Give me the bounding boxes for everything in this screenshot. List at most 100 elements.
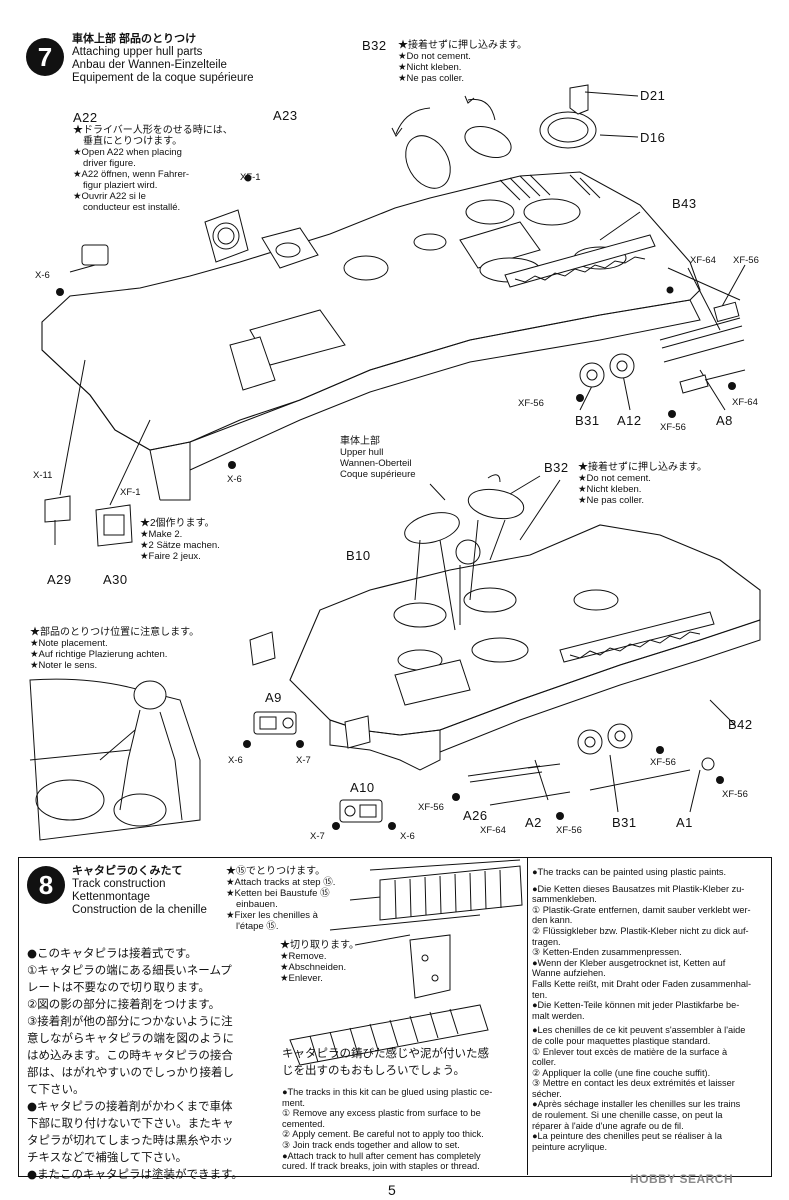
- jp-line: ●このキャタピラは接着式です。: [27, 946, 197, 960]
- step-7-title-jp: 車体上部 部品のとりつけ: [72, 33, 197, 45]
- paint-code-xf56-c: XF-56: [660, 422, 686, 433]
- b32-low-note: ★接着せずに押し込みます。 ★Do not cement. ★Nicht kle…: [578, 462, 707, 506]
- en-line: ① Remove any excess plastic from surface…: [282, 1108, 481, 1119]
- upper-hull-label: 車体上部 Upper hull Wannen-Oberteil Coque su…: [340, 436, 416, 480]
- jp-line: 意しながらキャタピラの端を図のように: [27, 1031, 234, 1045]
- paint-code-x7-a10: X-7: [310, 831, 325, 842]
- attach-tracks-note: ★⑮でとりつけます。 ★Attach tracks at step ⑮. ★Ke…: [226, 866, 335, 932]
- b32-low-note-de: ★Nicht kleben.: [578, 484, 642, 495]
- step-7-title-en: Attaching upper hull parts: [72, 46, 203, 58]
- jp-line: 部は、はがれやすいのでしっかり接着し: [27, 1065, 234, 1079]
- paint-code-xf56-d: XF-56: [418, 802, 444, 813]
- right-line: ●Les chenilles de ce kit peuvent s'assem…: [532, 1025, 746, 1036]
- a22-note-jp2: 垂直にとりつけます。: [83, 136, 183, 147]
- upper-hull-de: Wannen-Oberteil: [340, 458, 412, 469]
- a22-note-de2: figur plaziert wird.: [83, 180, 158, 191]
- placement-en: ★Note placement.: [30, 638, 108, 649]
- make-2-fr: ★Faire 2 jeux.: [140, 551, 201, 562]
- make-2-jp: ★2個作ります。: [140, 518, 215, 529]
- part-label-a8: A8: [716, 413, 733, 428]
- b32-top-note-jp: ★接着せずに押し込みます。: [398, 40, 527, 51]
- step-8-title-fr: Construction de la chenille: [72, 904, 207, 916]
- make-2-en: ★Make 2.: [140, 529, 183, 540]
- paint-code-x11: X-11: [33, 470, 53, 481]
- placement-note: ★部品のとりつけ位置に注意します。 ★Note placement. ★Auf …: [30, 627, 199, 671]
- right-line: réparer à l'aide d'une agrafe ou de fil.: [532, 1120, 684, 1131]
- b32-low-note-jp: ★接着せずに押し込みます。: [578, 462, 707, 473]
- step-8-number: 8: [27, 866, 65, 904]
- b32-top-note-fr: ★Ne pas coller.: [398, 73, 465, 84]
- jp-line: ●キャタピラの接着剤がかわくまで車体: [27, 1099, 233, 1113]
- page-number: 5: [388, 1182, 396, 1198]
- part-label-a29: A29: [47, 572, 72, 587]
- part-label-d21: D21: [640, 88, 666, 103]
- a22-note-en2: driver figure.: [83, 158, 136, 169]
- paint-code-xf64-c: XF-64: [480, 825, 506, 836]
- right-line: coller.: [532, 1057, 556, 1068]
- jp-line: ①キャタピラの端にある細長いネームプ: [27, 963, 232, 977]
- right-line: ② Appliquer la colle (une fine couche su…: [532, 1067, 711, 1078]
- paint-code-xf64-b: XF-64: [732, 397, 758, 408]
- step-7-title: 車体上部 部品のとりつけ Attaching upper hull parts …: [72, 33, 254, 85]
- jp-line: ②図の影の部分に接着剤をつけます。: [27, 997, 221, 1011]
- jp-line: はめ込みます。この時キャタピラの接合: [27, 1048, 233, 1062]
- paint-code-xf64-a: XF-64: [690, 255, 716, 266]
- en-line: ●The tracks in this kit can be glued usi…: [282, 1087, 493, 1097]
- right-line: ●Wenn der Kleber ausgetrocknet ist, Kett…: [532, 957, 726, 968]
- part-label-b42: B42: [728, 717, 753, 732]
- right-line: ② Flüssigkleber bzw. Plastik-Kleber nich…: [532, 925, 749, 936]
- step-7-number: 7: [26, 38, 64, 76]
- part-label-b31-low: B31: [612, 815, 637, 830]
- rust-note-line1: キャタピラの錆びた感じや泥が付いた感: [282, 1046, 489, 1060]
- en-line: cemented.: [282, 1118, 325, 1129]
- attach-de2: einbauen.: [236, 899, 278, 910]
- right-line: ●Die Ketten dieses Bausatzes mit Plastik…: [532, 883, 745, 894]
- paint-code-x6-mid: X-6: [227, 474, 242, 485]
- part-label-a23: A23: [273, 108, 298, 123]
- track-rust-note: キャタピラの錆びた感じや泥が付いた感 じを出すのもおもしろいでしょう。: [282, 1045, 489, 1079]
- placement-jp: ★部品のとりつけ位置に注意します。: [30, 627, 200, 638]
- right-line: sammenkleben.: [532, 894, 597, 905]
- right-line: peinture acrylique.: [532, 1141, 608, 1152]
- en-line: cured. If track breaks, join with staple…: [282, 1161, 480, 1172]
- a22-note-jp1: ★ドライバー人形をのせる時には、: [73, 125, 233, 136]
- step-8-panel: [18, 857, 772, 1177]
- paint-code-xf56-f: XF-56: [650, 757, 676, 768]
- make-2-note: ★2個作ります。 ★Make 2. ★2 Sätze machen. ★Fair…: [140, 518, 220, 562]
- attach-de1: ★Ketten bei Baustufe ⑮: [226, 888, 330, 899]
- part-label-b10: B10: [346, 548, 371, 563]
- paint-code-x6-a9: X-6: [228, 755, 243, 766]
- attach-en: ★Attach tracks at step ⑮.: [226, 877, 336, 888]
- placement-de: ★Auf richtige Plazierung achten.: [30, 649, 168, 660]
- right-line: de roulement. Si une chenille casse, on …: [532, 1110, 723, 1121]
- track-links-lower: [289, 1004, 489, 1066]
- part-label-d16: D16: [640, 130, 666, 145]
- jp-line: ●またこのキャタピラは塗装ができます。: [27, 1167, 243, 1181]
- part-label-a2: A2: [525, 815, 542, 830]
- step-8-title-de: Kettenmontage: [72, 891, 151, 903]
- part-label-a1: A1: [676, 815, 693, 830]
- attach-fr2: l'étape ⑮.: [236, 921, 279, 932]
- paint-code-xf56-g: XF-56: [722, 789, 748, 800]
- upper-hull-en: Upper hull: [340, 447, 384, 458]
- step-8-title: キャタピラのくみたて Track construction Kettenmont…: [72, 865, 207, 917]
- part-label-a26: A26: [463, 808, 488, 823]
- upper-hull-drawing-top: [41, 84, 746, 547]
- right-line: sécher.: [532, 1088, 562, 1099]
- watermark: HOBBY SEARCH: [630, 1172, 734, 1186]
- right-line: malt werden.: [532, 1010, 585, 1021]
- part-label-a30: A30: [103, 572, 128, 587]
- rust-note-line2: じを出すのもおもしろいでしょう。: [282, 1063, 465, 1077]
- jp-line: レートは不要なので切り取ります。: [27, 980, 210, 994]
- jp-instructions: ●このキャタピラは接着式です。 ①キャタピラの端にある細長いネームプ レートは不…: [27, 945, 243, 1183]
- part-label-a9: A9: [265, 690, 282, 705]
- en-line: ② Apply cement. Be careful not to apply …: [282, 1129, 484, 1140]
- upper-hull-drawing-bottom: [29, 474, 761, 841]
- a22-note-fr2: conducteur est installé.: [83, 202, 181, 213]
- right-line: ●Die Ketten-Teile können mit jeder Plast…: [532, 1000, 740, 1011]
- right-line: ③ Ketten-Enden zusammenpressen.: [532, 947, 682, 958]
- b32-low-note-fr: ★Ne pas coller.: [578, 495, 645, 506]
- paint-code-xf1-low: XF-1: [120, 487, 141, 498]
- remove-fr: ★Enlever.: [280, 973, 323, 984]
- right-line: ●La peinture des chenilles peut se réali…: [532, 1131, 722, 1142]
